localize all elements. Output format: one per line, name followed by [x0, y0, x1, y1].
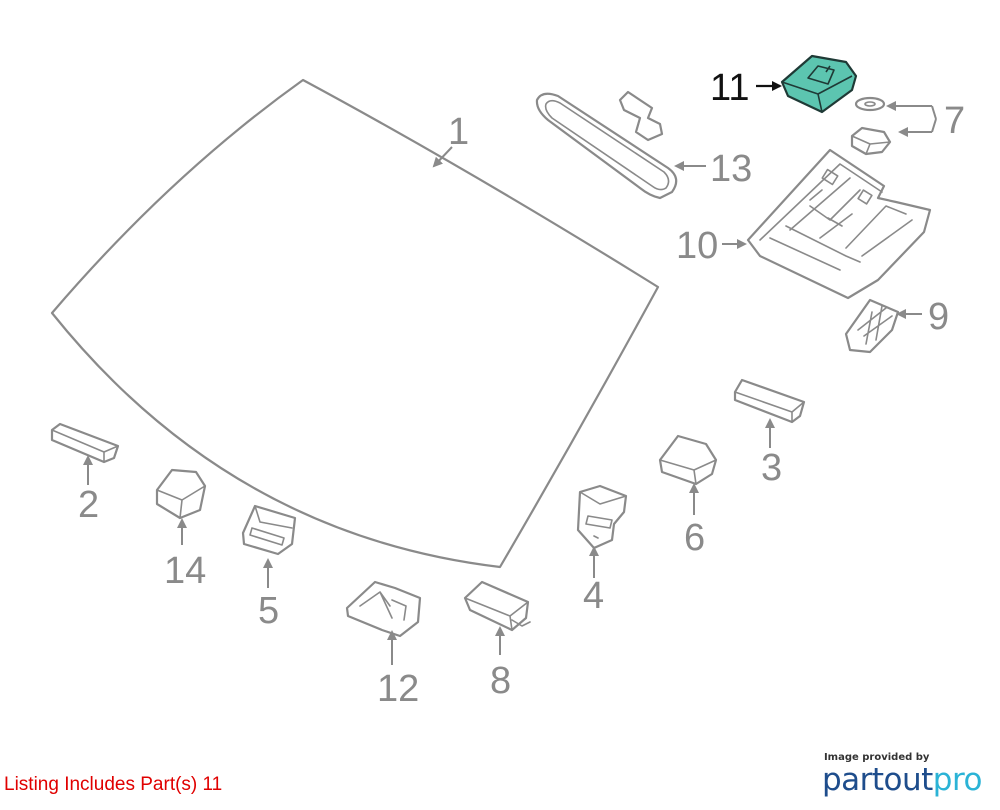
callout-8: 8	[490, 660, 511, 702]
part-12: 12	[345, 580, 422, 710]
part-3: 3	[733, 378, 806, 489]
part-11-highlighted: 11	[710, 54, 858, 114]
part-14: 14	[155, 468, 206, 592]
partoutpro-logo: partoutpro	[821, 762, 983, 798]
brand-part1: partout	[821, 762, 933, 798]
part-9: 9	[844, 296, 949, 354]
listing-note: Listing Includes Part(s) 11	[4, 774, 223, 795]
callout-9: 9	[928, 296, 949, 338]
image-credit: Image provided by partoutpro	[821, 752, 983, 798]
callout-12: 12	[377, 668, 419, 710]
callout-5: 5	[258, 590, 279, 632]
credit-caption: Image provided by	[823, 752, 930, 763]
part-5: 5	[241, 504, 297, 632]
part-4: 4	[576, 484, 628, 617]
callout-2: 2	[78, 484, 99, 526]
part-6: 6	[658, 434, 718, 559]
callout-7: 7	[944, 100, 965, 142]
brand-part2: pro	[932, 762, 983, 798]
callout-6: 6	[684, 517, 705, 559]
callout-3: 3	[761, 447, 782, 489]
part-7: 7	[850, 96, 965, 156]
part-1-windshield: 1	[50, 78, 660, 569]
callout-10: 10	[676, 225, 718, 267]
callout-11: 11	[710, 67, 749, 109]
part-10-bracket: 10	[676, 148, 932, 300]
callout-14: 14	[164, 550, 206, 592]
callout-4: 4	[583, 575, 604, 617]
part-2: 2	[50, 422, 120, 526]
part-13-mirror: 13	[535, 90, 752, 200]
callout-1: 1	[448, 111, 469, 153]
callout-13: 13	[710, 148, 752, 190]
part-8: 8	[463, 580, 531, 702]
